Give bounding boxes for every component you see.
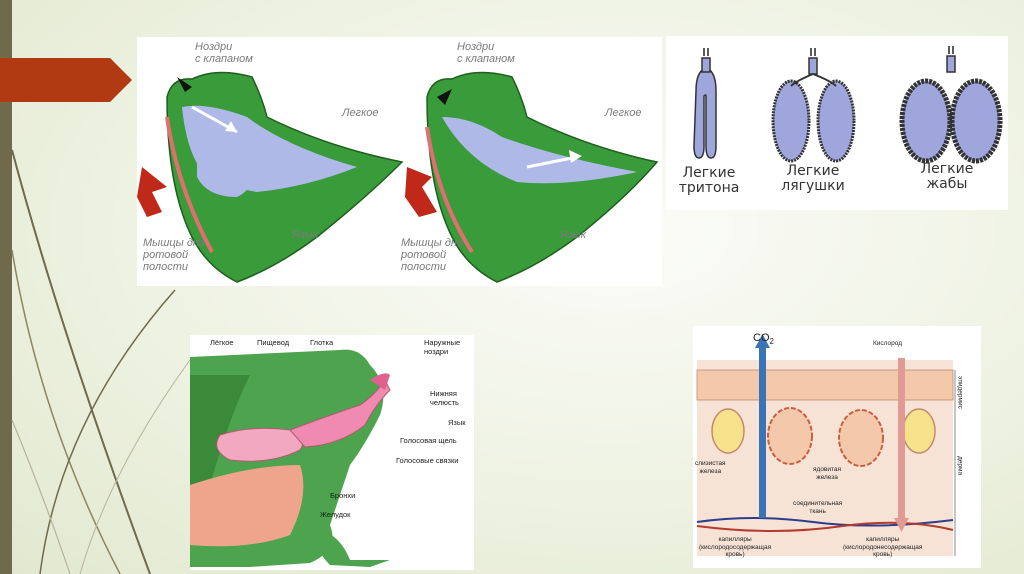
label-esophagus: Пищевод [257,338,290,347]
frog-anatomy-drawing [190,349,391,567]
label-toad-lungs: Легкие жабы [920,161,974,192]
frog-lung [771,48,856,163]
slide-left-bar [0,0,12,574]
mouth-breathing-diagram: Ноздри с клапаном Легкое Язык Мышцы дна … [137,37,662,286]
label-poison-gland: ядовитая железа [813,466,842,481]
label-co2-subscript: 2 [769,337,774,347]
label-oxygen: Кислород [873,340,903,347]
label-glottis: Голосовая щель [400,436,457,445]
slide-arrow-tab [0,58,132,102]
label-nostrils-right: Ноздри с клапаном [457,41,515,65]
label-lung-right: Легкое [605,107,642,119]
frog-head-right [405,71,659,283]
skin-cross-section [696,334,956,556]
lung-types-diagram: Легкие тритона Легкие лягушки Легкие жаб… [666,36,1008,210]
toad-lung [899,46,1003,164]
label-muscles-left: Мышцы дна ротовой полости [143,237,206,273]
lung-shapes [693,46,1003,164]
newt-lung [693,48,717,159]
frog-anatomy-diagram: Лёгкое Пищевод Глотка Наружные ноздри Ни… [190,335,474,570]
label-connective-tissue: соединительная ткань [793,500,843,515]
label-tongue: Язык [448,418,466,427]
label-nostrils-left: Ноздри с клапаном [195,41,253,65]
label-capillaries-right: капилляры (кислородонесодержащая кровь) [843,536,923,558]
label-lung-left: Легкое [342,107,379,119]
frog-head-left [137,71,404,283]
label-lung: Лёгкое [210,338,234,347]
label-tongue-left: Язык [292,229,318,241]
label-frog-lungs: Легкие лягушки [781,163,845,194]
label-vocal-cords: Голосовые связки [396,456,459,465]
frog-head-sections [137,71,659,283]
label-stomach: Желудок [320,510,351,519]
label-pharynx: Глотка [310,338,334,347]
label-mucous-gland: слизистая железа [695,460,726,475]
label-muscles-right: Мышцы дна ротовой полости [401,237,464,273]
label-nostrils: Наружные ноздри [424,338,461,356]
label-bronchi: Бронхи [330,491,356,500]
label-co2-text: CO [753,332,770,344]
decorative-curves [11,149,191,574]
skin-structure-diagram: CO2 Кислород эпидермис дерма слизистая ж… [693,326,981,568]
label-epidermis: эпидермис [956,376,964,409]
label-capillaries-left: капилляры (кислородосодержащая кровь) [699,536,772,558]
label-newt-lungs: Легкие тритона [678,165,740,196]
label-dermis: дерма [956,456,964,476]
label-co2: CO2 [753,332,774,348]
label-jaw: Нижняя челюсть [430,389,459,407]
label-tongue-right: Язык [560,229,586,241]
